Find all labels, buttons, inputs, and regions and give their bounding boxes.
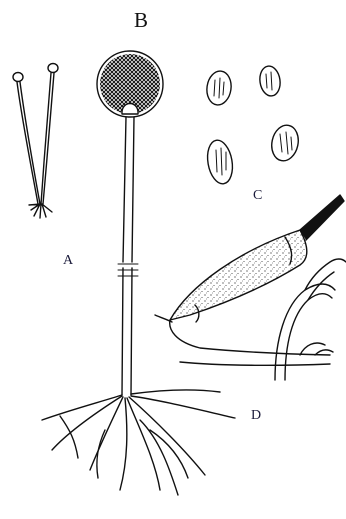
small-stalk-left-outer <box>17 82 38 204</box>
rhizoid-7 <box>131 396 235 418</box>
rhizoid-5 <box>127 398 160 490</box>
zygospore-body <box>170 230 307 320</box>
aerial-branch-lower <box>300 343 325 355</box>
rhizoid-2 <box>52 396 122 450</box>
panel-b-drawing <box>42 51 235 495</box>
rhizoid-1 <box>42 395 122 420</box>
panel-label-a: A <box>63 254 73 268</box>
stalk-break-marks <box>118 264 138 276</box>
lower-hypha-top <box>170 320 330 355</box>
aerial-branch-upper <box>305 259 346 290</box>
aerial-hypha-inner <box>285 294 332 380</box>
columella <box>122 104 138 115</box>
rhizoid-9 <box>60 416 78 458</box>
panel-label-b: B <box>134 10 148 31</box>
rhizoid-4 <box>120 398 127 490</box>
panel-label-d: D <box>251 409 261 423</box>
lower-hypha-bottom <box>180 362 330 365</box>
panel-label-c: C <box>253 189 262 203</box>
spore-2 <box>258 65 282 97</box>
spore-2-marks <box>266 72 272 90</box>
small-stalk-right-inner <box>43 73 54 204</box>
hyphal-tip-dark <box>300 195 344 240</box>
hypha-stub <box>155 315 172 322</box>
small-sporangium-left <box>13 73 23 82</box>
stalk-upper <box>123 117 134 262</box>
rhizoid-8 <box>131 390 220 394</box>
spore-1-marks <box>214 78 224 98</box>
panel-a-drawing <box>13 64 58 219</box>
spore-4 <box>269 123 302 164</box>
spore-4-marks <box>280 132 292 154</box>
spore-3-marks <box>216 148 226 175</box>
small-sporangium-right <box>48 64 58 73</box>
rhizoid-3 <box>90 397 123 470</box>
small-stalk-right-outer <box>41 73 51 204</box>
panel-d-drawing <box>155 195 346 380</box>
panel-c-drawing <box>204 65 301 186</box>
stalk-lower <box>122 268 132 395</box>
small-stalk-left-inner <box>20 82 40 204</box>
small-rhizoids <box>29 204 52 218</box>
spore-3 <box>204 138 235 185</box>
